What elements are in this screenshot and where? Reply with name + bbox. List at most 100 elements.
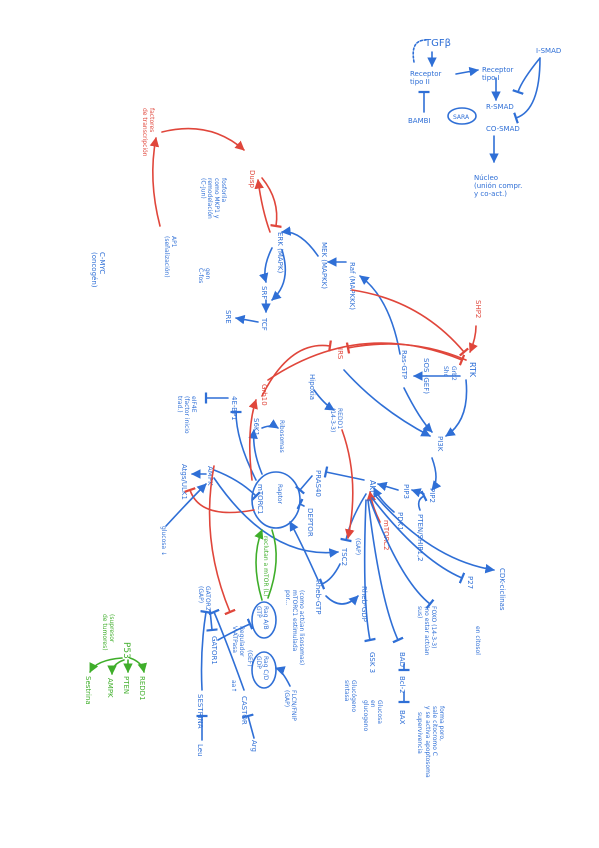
pras40-label: PRAS40 [314, 470, 322, 497]
pi3k-label: PI3K [436, 436, 444, 452]
edge-raf-rtk [351, 289, 469, 357]
tcf-label: TCF [260, 317, 268, 331]
edge-akt-p27 [371, 497, 466, 584]
eif4e-label: eIF4E(factor iniciotrad.) [176, 396, 197, 434]
gef-label: (GEF) [246, 650, 253, 667]
edge-tcf-sre [235, 314, 259, 325]
edge-arg-castor [242, 713, 255, 739]
shc-label: Shc [442, 366, 449, 377]
edge-ismad-inhibit2 [512, 57, 541, 95]
grb2-label: Grb2 [450, 366, 457, 381]
pip3-label: PIP3 [402, 484, 410, 499]
edge-pi3k-pip3 [431, 457, 442, 491]
edge-mtorc1-4ebp1 [230, 410, 257, 481]
flcn-label: FLCN/FNIP(GAP) [283, 690, 297, 721]
edge-s6k-red [208, 465, 236, 616]
grb10-label: Grb10 [260, 384, 268, 406]
p53-title: P53 [121, 642, 131, 659]
atg-label: Atgs/ULK1 [180, 464, 188, 500]
rheb-note: (como actúan lisosomas)mTORC1 estimulada… [284, 590, 305, 665]
supervivencia-label: supervivencia [416, 712, 423, 754]
p53-redd1: REDD1 [138, 676, 146, 701]
leu-label: Leu [196, 744, 204, 757]
gator2-label: GATOR2(GAP) [197, 586, 211, 611]
sre-label: SRE [224, 310, 232, 324]
edge-dotted [412, 39, 427, 63]
glucogeno-label: Glucógenosintasa [343, 680, 357, 712]
edge-p53-sestrina [89, 657, 123, 673]
cdk-label: CDK-ciclinas [498, 568, 506, 611]
edge-p53-redd1 [129, 657, 148, 673]
edge-redd1-tsc2 [341, 429, 355, 539]
edge-akt-foxo [369, 499, 435, 610]
4ebp1-label: 4E-BP1 [230, 396, 238, 421]
edge-erk-srf [259, 247, 273, 283]
aa-label: aa↑ [230, 680, 237, 692]
en-citosol: en citosol [474, 626, 481, 655]
p27-label: P27 [466, 576, 474, 589]
edge-mtorc1-atg [184, 487, 255, 514]
edge-ap1-factores [149, 137, 161, 227]
edge-ras-pi3k [403, 387, 433, 433]
mtorc1-label: mTORC1 [256, 484, 264, 514]
p53-subtitle: (supresorde tumores) [101, 614, 115, 651]
edge-s6k-ribosomas [261, 419, 279, 429]
rtk-label: RTK [468, 362, 477, 378]
tsc1-label: (GAP) [354, 538, 361, 555]
edge-pdk1-akt [373, 487, 395, 513]
ampk-label: AMPK [206, 466, 214, 486]
edge-akt-cdk [373, 493, 495, 574]
edge-mtorc1-s6k [248, 429, 263, 475]
shp2-label: SHP2 [474, 300, 482, 318]
rag-cd-label: Rag C/DGDP [255, 656, 269, 681]
edge-tsc2-rheb [318, 563, 341, 590]
p53-block: P53 (supresorde tumores) PTEN AMPK REDD1… [84, 614, 148, 705]
castor-label: CASTOR [240, 696, 248, 725]
cmyc-label: C-MYC(oncogén) [90, 252, 106, 288]
gen-cfos-label: genC-fos [197, 268, 211, 283]
edge-factores [161, 127, 245, 151]
p53-sestrina: Sestrina [84, 676, 92, 705]
fosforila-label: fosforilacomo MKP1 yremodelación(C-Jun) [199, 178, 227, 219]
sestrina-label: SESTRINA [196, 694, 204, 729]
edge-ismad-inhibit [513, 57, 541, 124]
edge-p53-ampk [107, 659, 125, 675]
raf-label: Raf (MAPKKK) [348, 262, 356, 310]
dusp-label: Dusp [248, 170, 256, 188]
edge-rag-mtorc1 [254, 529, 264, 601]
edge-hipoxia-redd1 [313, 389, 335, 411]
edge-castor-gator2 [208, 608, 245, 691]
regulator-label: ReguladorV-ATPasa [231, 626, 245, 657]
edge-mtorc2-akt [366, 491, 381, 523]
edge-irs-pi3k [343, 369, 431, 437]
gsk3-label: GSK 3 [368, 652, 376, 673]
edge-akt-gsk3 [363, 499, 376, 643]
foxo-label: FOXO (14-3-3)(no estar actúansus) [416, 606, 437, 656]
edge-rheb-mtorc1 [289, 521, 319, 581]
mtorc2-label: mTORC2 [382, 520, 390, 550]
cosmad-label: CO-SMAD [486, 125, 520, 133]
mtorc1-complex: Raptor mTORC1 S6K1 Ribosomas 4E-BP1 eIF4… [160, 392, 339, 757]
hipoxia-label: Hipoxia [308, 374, 316, 400]
ap1-label: AP1(señalización) [163, 236, 177, 278]
arg-label: Arg [250, 740, 258, 752]
edge-shp2 [468, 325, 478, 353]
edge-rheb-cycle [325, 595, 359, 606]
bax-label: BAX [398, 710, 406, 725]
edge-pten [417, 490, 428, 511]
edge-dusp-erk [261, 177, 282, 228]
edge-mek-erk [281, 226, 319, 257]
erk-label: ERK (MAPK) [276, 232, 284, 273]
edge-deptor-mtorc1 [296, 498, 305, 510]
edge-pip2-pip3 [411, 488, 425, 498]
edge-gator2-gator1 [206, 609, 218, 632]
s6k1-label: S6K1 [252, 418, 260, 436]
edge-ampk-tsc2 [213, 477, 339, 558]
edge-pip3-akt [377, 481, 399, 492]
rtk-pathway: SHP2 IRS RTK Grb2 Shc SOS (GEF) Ras-GTP … [260, 275, 482, 452]
bambi-label: BAMBI [408, 117, 431, 125]
tsc2-label: TSC2 [340, 547, 348, 566]
pi3k-akt-pathway: PIP2 PIP3 PTEN/SHIP1,2 PDK1 Akt mTORC2 P… [284, 374, 506, 778]
ras-gtp-label: Ras-GTP [400, 350, 408, 379]
edge-grb10-rtk [267, 342, 466, 381]
